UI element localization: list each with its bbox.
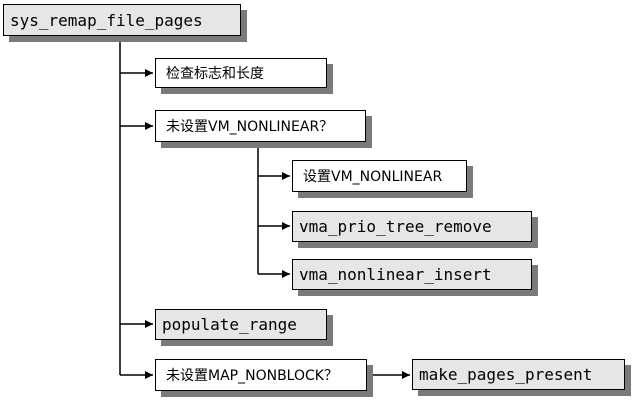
root-function-box: sys_remap_file_pages <box>3 4 241 36</box>
check-flags-box: 检查标志和长度 <box>155 58 327 88</box>
vma-prio-tree-remove-box: vma_prio_tree_remove <box>292 211 532 242</box>
populate-range-box: populate_range <box>155 309 327 340</box>
make-pages-present-box: make_pages_present <box>412 359 625 390</box>
vma-nonlinear-insert-box: vma_nonlinear_insert <box>292 259 532 290</box>
not-nonlinear-condition-box: 未设置VM_NONLINEAR？ <box>155 110 366 142</box>
set-nonlinear-box: 设置VM_NONLINEAR <box>292 160 467 192</box>
not-nonblock-condition-box: 未设置MAP_NONBLOCK？ <box>155 359 367 391</box>
